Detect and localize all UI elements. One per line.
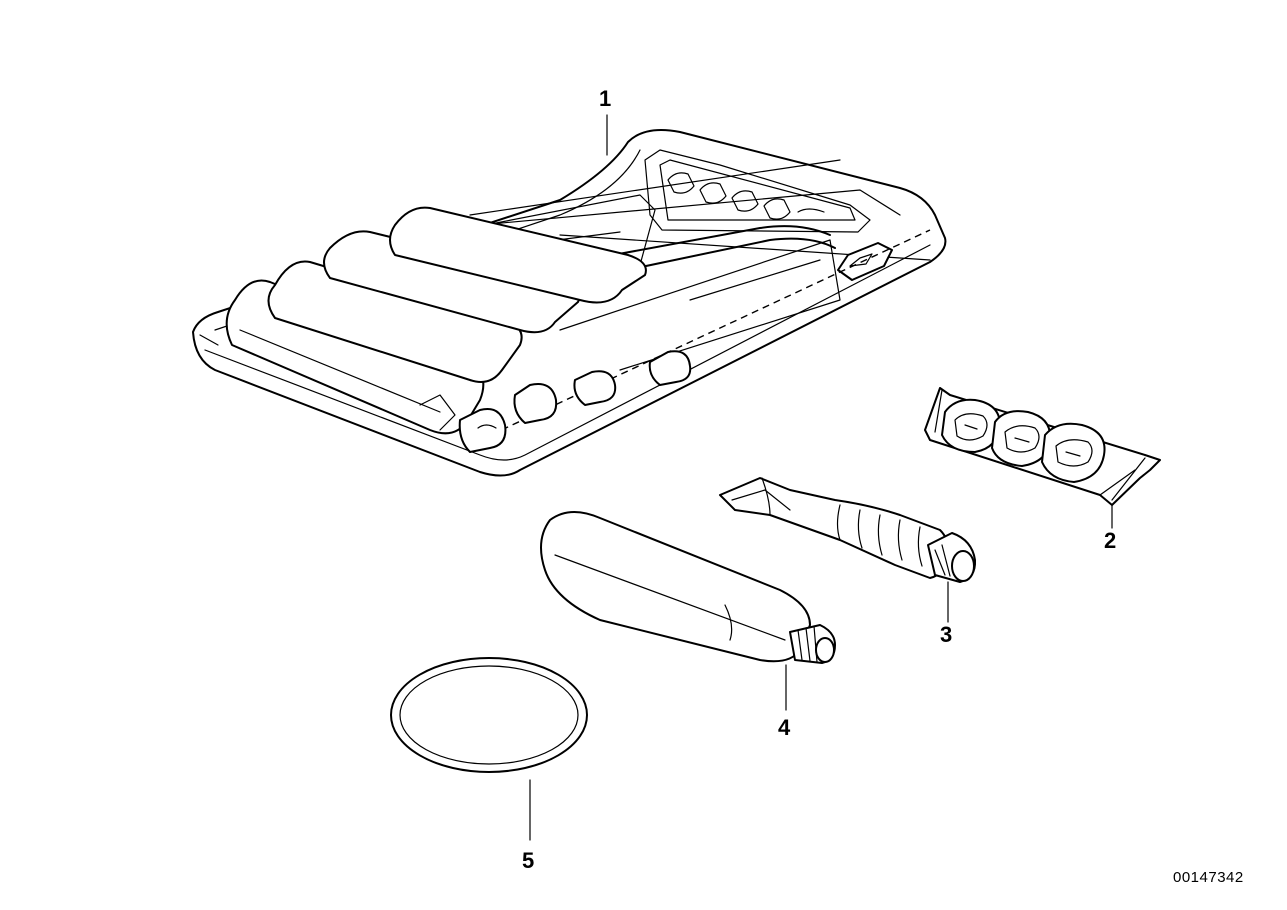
callout-1: 1 <box>599 86 612 111</box>
callout-2: 2 <box>1104 528 1117 553</box>
document-number: 00147342 <box>1173 869 1244 886</box>
part-4-co2-cartridge <box>540 511 836 711</box>
callout-4: 4 <box>778 715 791 740</box>
callout-3: 3 <box>940 622 953 647</box>
part-5-o-ring <box>390 657 588 841</box>
part-2-tire-lever-tray <box>924 387 1161 529</box>
part-1-repair-kit-pouch <box>192 114 947 477</box>
part-3-glue-tube <box>719 477 977 623</box>
callout-5: 5 <box>522 848 535 873</box>
